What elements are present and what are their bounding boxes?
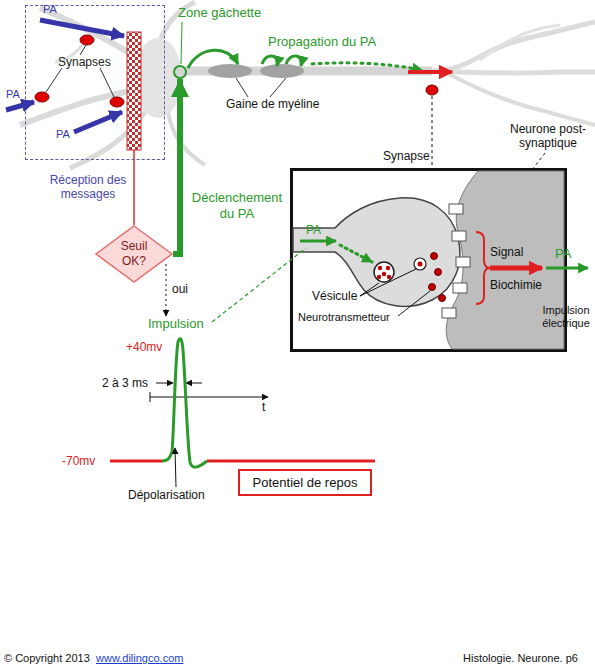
soma [134, 38, 182, 118]
decision-diamond [96, 226, 172, 282]
decision-label: oui [172, 282, 188, 296]
propagation-arrow [262, 56, 277, 66]
input-arrow [40, 20, 124, 36]
axis-label: t [262, 400, 265, 414]
dendrite [20, 90, 138, 125]
part-label: Neurone post-synaptique [502, 122, 594, 151]
leader-line [100, 68, 114, 97]
axon-terminal [430, 71, 595, 73]
page-note: Histologie. Neurone. p6 [463, 652, 578, 665]
myelin-sheath [260, 64, 304, 78]
threshold-wire [133, 150, 135, 160]
duration-arrow [156, 383, 173, 384]
axon-terminal [430, 22, 595, 71]
resting-potential-line [110, 460, 162, 463]
threshold-connector [133, 160, 135, 225]
propagation-arrow [188, 50, 238, 68]
propagation-arrow [286, 56, 301, 66]
propagation-arrow [312, 63, 422, 70]
axis-tick [150, 392, 151, 402]
membrane-bar [127, 32, 141, 150]
leader-line [270, 78, 286, 97]
part-label: Gaine de myéline [226, 97, 319, 111]
leader-line [236, 78, 248, 97]
signal-name: PA [56, 128, 70, 141]
signal-name: PA [43, 3, 57, 16]
synapse-button [80, 35, 94, 45]
input-arrow [74, 112, 122, 132]
resting-potential-line [207, 460, 375, 463]
axon [175, 67, 432, 76]
copyright-note: © Copyright 2013 [4, 652, 90, 665]
synapse-button [426, 85, 438, 95]
part-label: Vésicule [312, 289, 357, 303]
signal-name: Impulsion [148, 316, 204, 332]
threshold-label: Seuil OK? [114, 239, 154, 269]
leader-line [80, 45, 86, 55]
leader-line [432, 96, 433, 166]
part-label: Dépolarisation [128, 488, 205, 502]
trigger-zone-circle: Zone gâchette [173, 65, 187, 79]
signal-name: PA [555, 246, 571, 262]
website-link: www.dilingco.com [96, 652, 183, 665]
voltage-value: -70mv [62, 454, 95, 468]
signal-arrow [408, 70, 452, 74]
process-label: Propagation du PA [268, 34, 376, 50]
circle-outline [173, 65, 187, 79]
dendrite [168, 112, 205, 165]
axon-terminal [445, 72, 595, 125]
signal-name: PA [306, 223, 321, 237]
threshold-diamond: Seuil OK? [95, 225, 173, 283]
synapse-button [35, 92, 49, 102]
input-arrow [6, 102, 34, 110]
leader-line [46, 68, 62, 92]
trigger-zone-circle [174, 66, 186, 78]
reception-label: Réception des messages [48, 173, 128, 202]
duration-arrow [186, 383, 202, 384]
edge-label: Déclenchement du PA [190, 190, 284, 221]
signal-name: Impulsion électrique [535, 304, 595, 330]
trigger-zone-label: Zone gâchette [178, 5, 261, 21]
axon-terminal [480, 25, 560, 60]
synapses-label: Synapses [58, 55, 111, 69]
voltage-value: +40mv [126, 340, 162, 354]
trigger-arrow [173, 79, 180, 254]
leader-line [181, 22, 182, 64]
signal-name: Signal Biochimie [490, 236, 552, 302]
part-label: Neurotransmetteur [298, 311, 390, 324]
myelin-sheath [208, 64, 252, 78]
signal-name: PA [6, 88, 20, 101]
leader-line [175, 448, 176, 487]
time-axis [150, 397, 268, 398]
duration-value: 2 à 3 ms [102, 376, 148, 390]
resting-potential-label: Potentiel de repos [240, 475, 370, 491]
action-potential-curve [162, 339, 207, 467]
yes-arrow [166, 264, 167, 316]
resting-potential-box: Potentiel de repos [238, 469, 372, 496]
synapse-title: Synapse [383, 149, 430, 163]
dendrite [40, 8, 140, 60]
reception-zone-box: SynapsesRéception des messages [25, 5, 165, 160]
synapse-button [110, 97, 124, 107]
synapse-inset-box: Synapse [290, 168, 567, 352]
